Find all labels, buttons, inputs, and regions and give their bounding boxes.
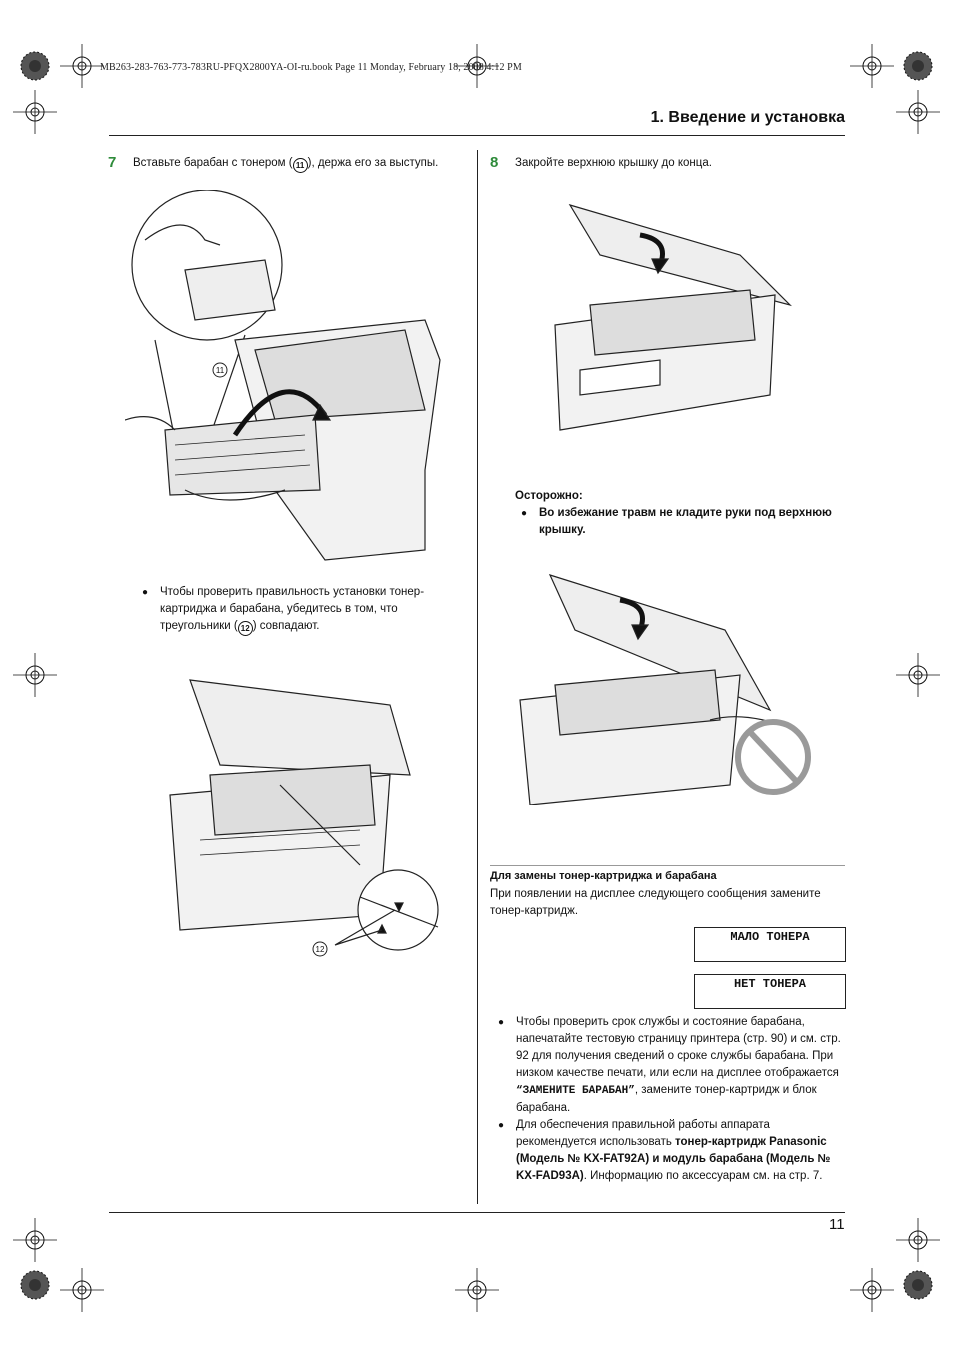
registration-mark-icon [59, 1267, 105, 1313]
bullet-text: . Информацию по аксессуарам см. на стр. … [583, 1170, 823, 1182]
bullet-text: ) совпадают. [252, 620, 320, 632]
illustration-close-lid [554, 203, 792, 431]
prohibit-icon [735, 719, 811, 795]
step-7-text: Вставьте барабан с тонером (11), держа е… [133, 157, 438, 173]
registration-mark-icon [12, 652, 58, 698]
callout-11: 11 [292, 158, 308, 173]
callout-12: 12 [237, 621, 253, 636]
registration-mark-icon [895, 652, 941, 698]
registration-mark-icon [895, 89, 941, 135]
bullet-text: , замените тонер-картридж и блок барабан… [516, 1084, 817, 1114]
print-header: MB263-283-763-773-783RU-PFQX2800YA-OI-ru… [100, 62, 522, 73]
registration-mark-icon [903, 1270, 933, 1300]
step-8-number: 8 [490, 154, 499, 171]
registration-mark-icon [20, 51, 50, 81]
step-7-text-part: Вставьте барабан с тонером ( [133, 157, 293, 169]
bullet-text: Чтобы проверить правильность установки т… [160, 586, 425, 632]
svg-text:12: 12 [316, 945, 325, 954]
svg-text:11: 11 [216, 366, 225, 375]
lcd-low-toner: МАЛО ТОНЕРА [694, 927, 846, 962]
caution-title: Осторожно: [515, 490, 583, 502]
replace-heading: Для замены тонер-картриджа и барабана [490, 870, 717, 882]
bullet-text: Для обеспечения правильной работы аппара… [516, 1119, 770, 1148]
registration-mark-icon [849, 43, 895, 89]
step-8-text: Закройте верхнюю крышку до конца. [515, 157, 712, 169]
lcd-no-toner: НЕТ ТОНЕРА [694, 974, 846, 1009]
registration-mark-icon [454, 1267, 500, 1313]
registration-mark-icon [903, 51, 933, 81]
display-message: “ЗАМЕНИТЕ БАРАБАН” [516, 1085, 635, 1097]
step-7-text-part: ), держа его за выступы. [307, 157, 439, 169]
list-item: Чтобы проверить срок службы и состояние … [494, 1014, 849, 1117]
replace-bullets: Чтобы проверить срок службы и состояние … [494, 1014, 849, 1185]
section-title: 1. Введение и установка [650, 109, 845, 126]
page-number: 11 [829, 1216, 845, 1233]
step-7-bullets: Чтобы проверить правильность установки т… [138, 584, 443, 636]
list-item: Для обеспечения правильной работы аппара… [494, 1117, 849, 1185]
registration-mark-icon [20, 1270, 50, 1300]
registration-mark-icon [59, 43, 105, 89]
registration-mark-icon [849, 1267, 895, 1313]
illustration-insert-drum: 11 [125, 190, 441, 561]
rotate-arrow-icon [232, 389, 328, 437]
list-item: Чтобы проверить правильность установки т… [138, 584, 443, 636]
step-7-number: 7 [108, 154, 117, 171]
registration-mark-icon [12, 89, 58, 135]
registration-mark-icon [895, 1217, 941, 1263]
bullet-text: Чтобы проверить срок службы и состояние … [516, 1016, 841, 1079]
caution-list: Во избежание травм не кладите руки под в… [517, 505, 847, 539]
model-numbers: тонер-картридж Panasonic (Модель № KX-FA… [516, 1136, 831, 1182]
footer-rule [109, 1212, 845, 1213]
illustration-no-hands [519, 574, 811, 805]
header-rule [109, 135, 845, 136]
section-divider [490, 865, 845, 866]
illustration-triangle-alignment: 12 [169, 679, 439, 957]
column-divider [477, 150, 478, 1204]
list-item: Во избежание травм не кладите руки под в… [517, 505, 847, 539]
replace-intro: При появлении на дисплее следующего сооб… [490, 888, 821, 917]
registration-mark-icon [12, 1217, 58, 1263]
